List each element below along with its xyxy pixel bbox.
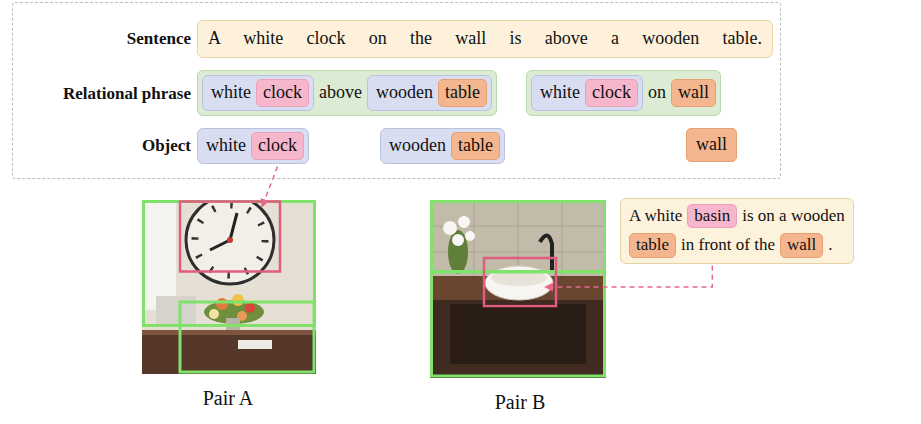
flower [209, 309, 219, 319]
word: clock [263, 82, 302, 104]
flower [443, 221, 457, 235]
table-body [430, 300, 606, 378]
word: . [828, 235, 832, 255]
object-tag: wall [780, 233, 823, 257]
green-bbox [180, 302, 314, 372]
leader-line [262, 167, 277, 207]
phrase-box: white clock [531, 75, 643, 111]
table [142, 330, 316, 374]
object-tag: table [438, 79, 487, 107]
clock-hand [230, 213, 237, 240]
word: clock [258, 135, 297, 157]
faucet [540, 235, 552, 270]
caption-box: A white basin is on a wooden table in front … [620, 198, 854, 264]
subject-tag: clock [585, 79, 638, 107]
paper [238, 340, 272, 349]
photo-pair-b [430, 200, 606, 378]
word: wall [787, 235, 816, 255]
object-tag: wall [686, 128, 737, 162]
word: table [636, 235, 669, 255]
word: is on a wooden [742, 206, 844, 226]
word: wall [678, 82, 709, 104]
word: in front of the [681, 235, 775, 255]
object-tag: table [629, 233, 676, 257]
word: wooden [376, 82, 433, 104]
row-heading: Relational phrase [13, 84, 191, 104]
word: table [458, 135, 493, 157]
floor-shadow [430, 200, 606, 378]
object-tag: table [451, 132, 500, 160]
flower [232, 294, 244, 306]
subject-tag: basin [687, 204, 737, 228]
green-bbox [144, 202, 315, 326]
phrase-box: white clock [197, 128, 309, 164]
table-edge [142, 330, 316, 335]
word: A white [629, 206, 682, 226]
pink-bbox [180, 202, 280, 272]
word: wooden [389, 135, 446, 157]
phrase-box: white clock [202, 75, 314, 111]
relation-box: white clock above wooden table [197, 70, 497, 116]
sentence-box: A white clock on the wall is above a woo… [197, 20, 773, 58]
table-shadow [450, 304, 586, 364]
phrase-box: wooden table [380, 128, 505, 164]
word: above [319, 82, 362, 104]
window-light [142, 200, 176, 310]
phrase-box: wooden table [367, 75, 492, 111]
text-row: A white basin is on a wooden [629, 204, 845, 228]
leaves [448, 230, 468, 274]
relation-box: white clockonwall [526, 70, 721, 116]
word: table [445, 82, 480, 104]
row-heading: Sentence [13, 29, 191, 49]
word: white [206, 135, 246, 157]
pair-caption: Pair A [203, 386, 254, 410]
photo-pair-a [142, 200, 316, 374]
word: on [648, 82, 666, 104]
row-heading: Object [13, 136, 191, 156]
clock-ticks [195, 205, 265, 275]
subject-tag: clock [256, 79, 309, 107]
flower [458, 216, 470, 228]
word: white [211, 82, 251, 104]
green-bbox [432, 202, 605, 272]
flower [216, 298, 228, 310]
flower [465, 231, 475, 241]
flower [245, 303, 255, 313]
word: wall [696, 134, 727, 156]
pair-caption: Pair B [495, 390, 546, 414]
object-tag: wall [671, 79, 716, 107]
pink-bbox [484, 258, 556, 306]
leader-line [545, 266, 712, 287]
word: basin [694, 206, 730, 226]
dashed-panel: SentenceRelational phraseObject A white c… [12, 2, 781, 179]
word: A white clock on the wall is above a woo… [208, 28, 762, 50]
subject-tag: clock [251, 132, 304, 160]
word: clock [592, 82, 631, 104]
clock-pin [227, 237, 233, 243]
clock-hand [210, 240, 230, 250]
flower [452, 234, 464, 246]
text-row: table in front of the wall. [629, 233, 833, 257]
word: white [540, 82, 580, 104]
